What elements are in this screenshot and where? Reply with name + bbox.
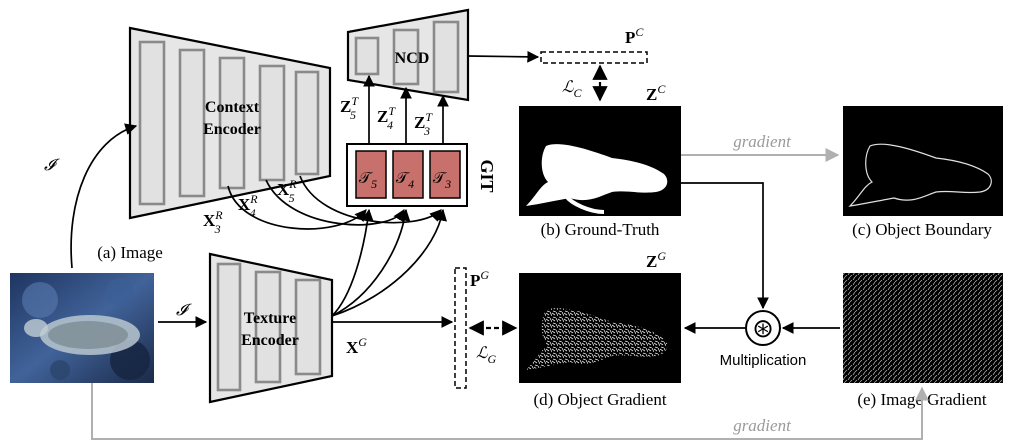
- label-pg: PG: [470, 268, 489, 290]
- ncd-label: NCD: [395, 50, 430, 67]
- context-encoder: Context Encoder: [128, 26, 332, 220]
- texture-encoder-label-line1: Texture: [244, 310, 296, 327]
- label-gradient-top: gradient: [733, 132, 792, 151]
- texture-encoder-label-line2: Encoder: [241, 332, 299, 349]
- label-input-top: 𝓘: [44, 155, 60, 174]
- git-module: 𝒯5 𝒯4 𝒯3 GIT: [346, 143, 497, 207]
- label-xg: XG: [346, 335, 367, 357]
- label-lc: ℒC: [562, 77, 583, 100]
- svg-text:𝒯3: 𝒯3: [433, 168, 451, 191]
- multiply-node: [745, 310, 781, 346]
- token-t4: 𝒯: [396, 168, 411, 187]
- pg-box: [454, 267, 467, 389]
- caption-ground-truth: (b) Ground-Truth: [541, 220, 660, 239]
- texture-encoder: Texture Encoder: [208, 252, 334, 404]
- ground-truth-image: [519, 106, 681, 216]
- label-input-mid: 𝓘: [176, 300, 192, 319]
- token-t5-sub: 5: [371, 177, 377, 191]
- context-encoder-label-line1: Context: [205, 99, 260, 116]
- image-gradient-image: [843, 273, 1003, 383]
- caption-boundary: (c) Object Boundary: [852, 220, 992, 239]
- svg-text:𝒯4: 𝒯4: [396, 168, 414, 191]
- svg-text:𝒯5: 𝒯5: [359, 168, 377, 191]
- caption-object-gradient: (d) Object Gradient: [533, 390, 666, 409]
- token-t3-sub: 3: [444, 177, 451, 191]
- ncd-module: NCD: [346, 8, 470, 102]
- object-gradient-image: [519, 273, 681, 383]
- label-zg: ZG: [646, 249, 666, 271]
- label-pc-sup: C: [635, 25, 644, 39]
- token-t5: 𝒯: [359, 168, 374, 187]
- arrows: [70, 50, 929, 440]
- token-t4-sub: 4: [408, 177, 414, 191]
- token-t3: 𝒯: [433, 168, 448, 187]
- boundary-image: [843, 106, 1003, 216]
- label-pc: PC: [625, 25, 644, 47]
- context-encoder-label-line2: Encoder: [203, 121, 261, 138]
- caption-multiplication: Multiplication: [720, 352, 807, 369]
- git-label: GIT: [477, 159, 497, 192]
- input-image: [10, 273, 154, 383]
- label-lg: ℒG: [476, 343, 497, 366]
- label-zc: ZC: [646, 82, 666, 104]
- label-gradient-bottom: gradient: [733, 416, 792, 435]
- label-pg-sup: G: [480, 268, 489, 282]
- pc-box: [540, 51, 648, 64]
- label-xg-sup: G: [358, 335, 367, 349]
- caption-image: (a) Image: [97, 243, 163, 262]
- multiply-icon: ⊛: [752, 314, 774, 344]
